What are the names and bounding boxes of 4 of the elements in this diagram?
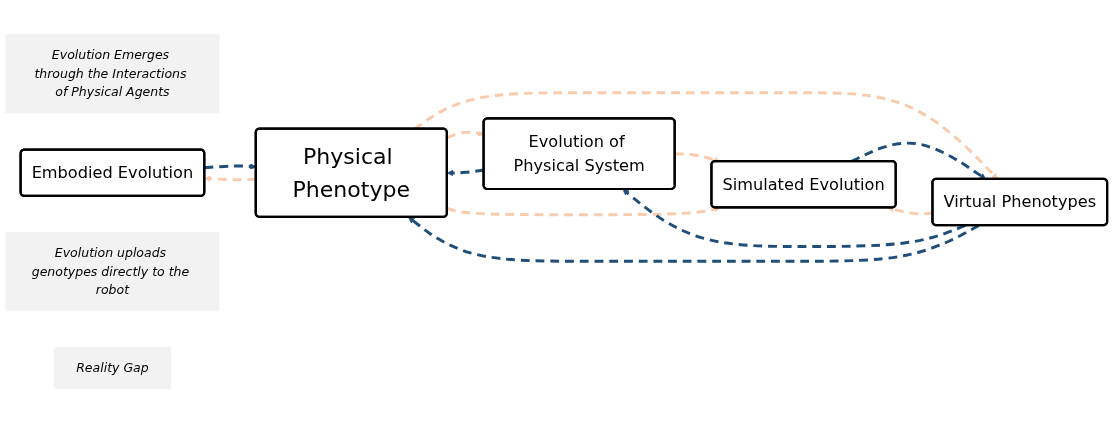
arrow [408,216,980,263]
arrow [446,206,721,217]
arrow [622,189,966,248]
arrow [887,206,933,216]
